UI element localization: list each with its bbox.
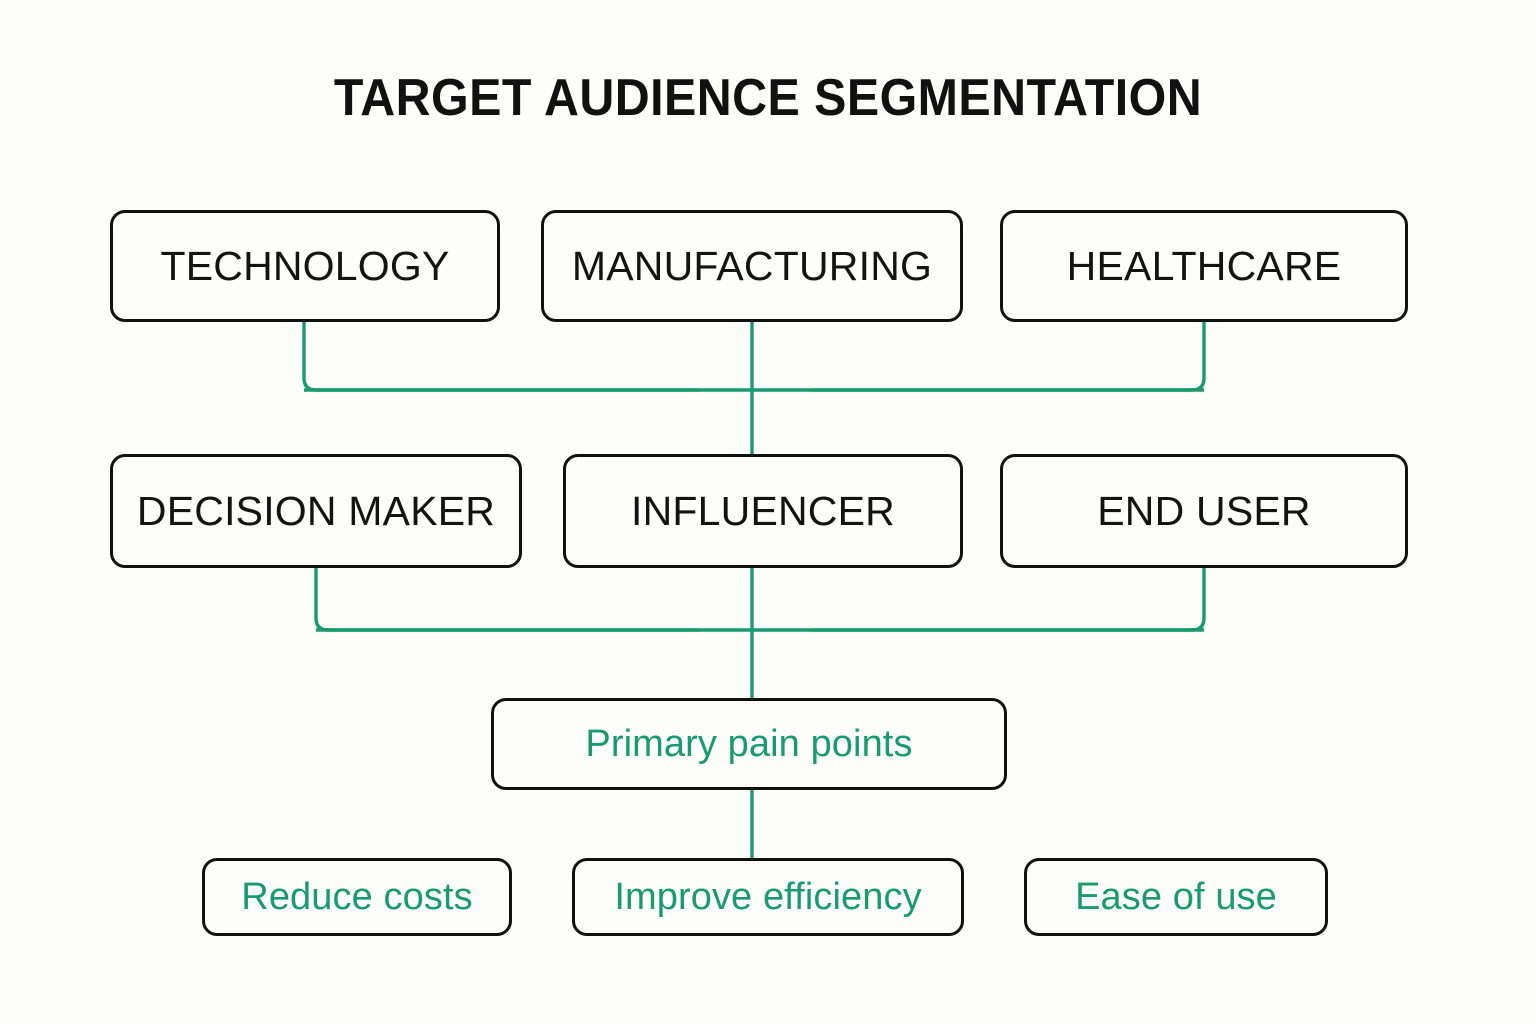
node-healthcare-label: HEALTHCARE: [1066, 242, 1342, 289]
node-end-user[interactable]: END USER: [1000, 454, 1408, 568]
node-ease-of-use[interactable]: Ease of use: [1024, 858, 1328, 936]
node-ease-of-use-label: Ease of use: [1075, 876, 1277, 918]
connector-decision-maker-to-bus: [314, 568, 700, 632]
node-decision-maker-label: DECISION MAKER: [136, 487, 496, 534]
node-primary-pain-points-label: Primary pain points: [585, 723, 913, 765]
node-technology-label: TECHNOLOGY: [160, 242, 450, 289]
node-improve-efficiency-label: Improve efficiency: [614, 876, 922, 918]
node-end-user-label: END USER: [1097, 487, 1311, 534]
node-improve-efficiency[interactable]: Improve efficiency: [572, 858, 964, 936]
node-decision-maker[interactable]: DECISION MAKER: [110, 454, 522, 568]
node-primary-pain-points[interactable]: Primary pain points: [491, 698, 1007, 790]
node-reduce-costs[interactable]: Reduce costs: [202, 858, 512, 936]
node-healthcare[interactable]: HEALTHCARE: [1000, 210, 1408, 322]
node-reduce-costs-label: Reduce costs: [241, 876, 473, 918]
node-manufacturing-label: MANUFACTURING: [571, 242, 933, 289]
node-manufacturing[interactable]: MANUFACTURING: [541, 210, 963, 322]
page-title: TARGET AUDIENCE SEGMENTATION: [333, 69, 1203, 127]
node-technology[interactable]: TECHNOLOGY: [110, 210, 500, 322]
connector-end-user-to-bus: [812, 568, 1206, 632]
connector-healthcare-to-bus: [812, 322, 1206, 392]
node-influencer[interactable]: INFLUENCER: [563, 454, 963, 568]
connector-technology-to-bus: [302, 322, 700, 392]
node-influencer-label: INFLUENCER: [631, 487, 895, 534]
